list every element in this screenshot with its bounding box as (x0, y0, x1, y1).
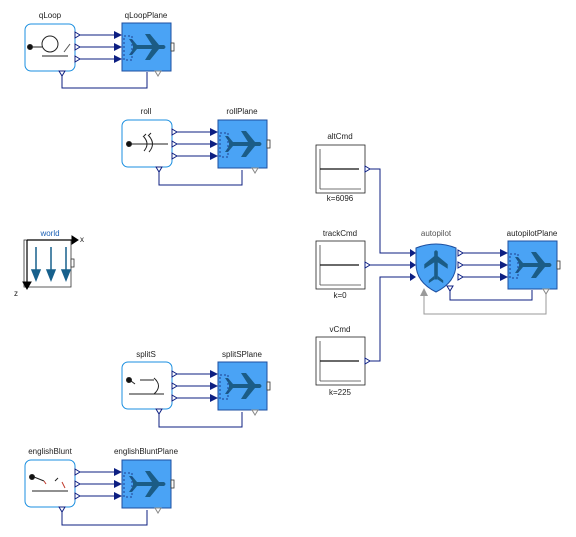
splitsplane-input-ports (210, 370, 218, 402)
wire-feedback (423, 292, 547, 315)
splits-block[interactable]: splitS (121, 350, 178, 415)
trackcmd-block[interactable]: trackCmd k=0 (315, 229, 371, 300)
connection-wires (61, 34, 547, 526)
splitsplane-label: splitSPlane (222, 350, 263, 359)
roll-block[interactable]: roll (121, 107, 178, 173)
autopilotplane-label: autopilotPlane (507, 229, 558, 238)
roll-icon (126, 132, 168, 153)
altcmd-param: k=6096 (327, 194, 354, 203)
frame-connector (70, 258, 75, 268)
qloop-block[interactable]: qLoop (24, 11, 81, 77)
splits-output-ports (155, 370, 178, 415)
wires-roll (158, 131, 243, 186)
altcmd-block[interactable]: altCmd k=6096 (315, 132, 371, 203)
frame-marker-icon (123, 35, 133, 61)
trackcmd-label: trackCmd (323, 229, 357, 238)
constant-icon (319, 245, 361, 286)
qloop-output-ports (58, 31, 81, 77)
frame-connector (266, 381, 271, 391)
rollplane-block[interactable]: rollPlane (210, 107, 271, 174)
qloopplane-label: qLoopPlane (125, 11, 168, 20)
wires-commands (369, 168, 413, 362)
autopilot-label: autopilot (421, 229, 452, 238)
frame-marker-icon (219, 132, 229, 158)
loop-icon (27, 35, 71, 57)
wires-englishblunt (61, 471, 148, 526)
frame-marker-icon (219, 374, 229, 400)
qloopplane-block[interactable]: qLoopPlane (114, 11, 175, 77)
split-s-icon (126, 377, 164, 395)
wires-qloop (61, 34, 148, 89)
world-x-axis-label: x (80, 235, 84, 244)
roll-label: roll (141, 107, 152, 116)
world-z-axis-label: z (14, 289, 18, 298)
vcmd-output-port (364, 357, 371, 365)
autopilot-ports (410, 249, 464, 296)
rollplane-bottom-port (251, 167, 259, 174)
autopilotplane-block[interactable]: autopilotPlane (500, 229, 561, 295)
rollplane-label: rollPlane (226, 107, 258, 116)
autopilotplane-input-ports (500, 249, 508, 281)
autopilotplane-bottom-port (542, 288, 550, 295)
englishblunt-label: englishBlunt (28, 447, 72, 456)
vcmd-label: vCmd (330, 325, 351, 334)
trackcmd-param: k=0 (333, 291, 347, 300)
englishblunt-output-ports (58, 468, 81, 513)
splitsplane-bottom-port (251, 409, 259, 416)
splits-label: splitS (136, 350, 156, 359)
englishbluntplane-block[interactable]: englishBluntPlane (114, 447, 179, 514)
autopilot-block[interactable]: autopilot (410, 229, 464, 296)
frame-marker-icon (509, 253, 519, 279)
qloop-label: qLoop (39, 11, 62, 20)
englishbluntplane-input-ports (114, 468, 122, 500)
frame-connector (170, 42, 175, 52)
world-block[interactable]: world x z (14, 229, 84, 298)
splitsplane-block[interactable]: splitSPlane (210, 350, 271, 416)
frame-connector (170, 479, 175, 489)
english-blunt-icon (29, 474, 68, 492)
englishbluntplane-label: englishBluntPlane (114, 447, 179, 456)
englishblunt-block[interactable]: englishBlunt (24, 447, 81, 513)
roll-output-ports (155, 128, 178, 173)
vcmd-block[interactable]: vCmd k=225 (315, 325, 371, 397)
trackcmd-output-port (364, 261, 371, 269)
rollplane-input-ports (210, 128, 218, 160)
frame-connector (266, 139, 271, 149)
qloopplane-bottom-port (154, 70, 162, 77)
vcmd-param: k=225 (329, 388, 352, 397)
axes-icon (22, 235, 79, 291)
constant-icon (319, 149, 361, 190)
altcmd-output-port (364, 165, 371, 173)
englishbluntplane-bottom-port (154, 507, 162, 514)
gravity-arrows-icon (30, 247, 72, 283)
frame-connector (556, 260, 561, 270)
wires-splits (158, 373, 243, 428)
world-label: world (39, 229, 59, 238)
frame-marker-icon (123, 472, 133, 498)
constant-icon (319, 341, 361, 382)
qloopplane-input-ports (114, 31, 122, 63)
altcmd-label: altCmd (327, 132, 352, 141)
wires-autopilot (449, 252, 533, 301)
